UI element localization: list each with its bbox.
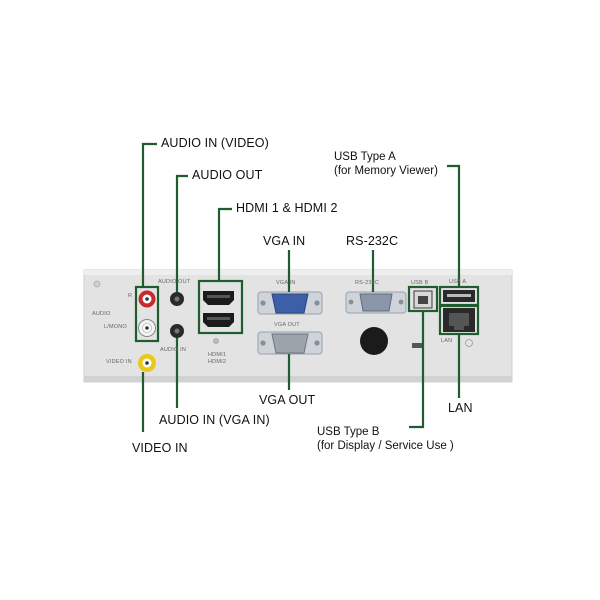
label-audio-in-vga: AUDIO IN (VGA IN) (159, 413, 270, 427)
hdmi-indicator-icon (213, 338, 219, 344)
panel-label-hdmi2: HDMI2 (208, 359, 227, 365)
screw-icon (93, 280, 101, 288)
panel-label-audio-in: AUDIO IN (160, 347, 187, 353)
panel-label-usb-a: USB A (449, 279, 467, 285)
hdmi2-port (203, 313, 234, 327)
vga-out-port (257, 331, 323, 355)
round-cover-icon (360, 327, 388, 355)
vga-in-port (257, 291, 323, 315)
label-usb-type-a-line2: (for Memory Viewer) (334, 165, 438, 177)
label-audio-out: AUDIO OUT (192, 168, 263, 182)
hdmi1-port (203, 291, 234, 305)
rca-video-in-jack (138, 354, 156, 372)
usb-a-port (443, 290, 475, 302)
leader-lines (134, 142, 480, 432)
label-usb-type-a: USB Type A (for Memory Viewer) (334, 150, 438, 178)
usb-b-leader (409, 311, 425, 429)
audio-in-vga-jack (170, 324, 184, 338)
label-usb-type-a-line1: USB Type A (334, 151, 396, 163)
panel-label-r: R (128, 293, 133, 299)
rca-audio-l-jack (138, 319, 156, 337)
panel-label-audio-out: AUDIO OUT (158, 279, 191, 285)
label-hdmi: HDMI 1 & HDMI 2 (236, 201, 338, 215)
panel-label-hdmi1: HDMI1 (208, 352, 227, 358)
audio-in-video-leader (141, 142, 157, 287)
usb-b-port (413, 290, 433, 309)
panel-label-rs232c: RS-232C (355, 280, 380, 286)
lan-led-icon (465, 339, 473, 347)
label-video-in: VIDEO IN (132, 441, 188, 455)
rs232c-port (345, 291, 407, 314)
label-usb-type-b: USB Type B (for Display / Service Use ) (317, 425, 454, 453)
audio-out-jack (170, 292, 184, 306)
panel-label-audio: AUDIO (92, 311, 111, 317)
label-lan: LAN (448, 401, 473, 415)
panel-label-lan: LAN (441, 338, 453, 344)
label-vga-in: VGA IN (263, 234, 306, 248)
usb-a-leader (447, 164, 461, 287)
panel-label-usb-b: USB B (411, 280, 429, 286)
panel-label-vga-out: VGA OUT (274, 322, 300, 328)
label-rs232c: RS-232C (346, 234, 399, 248)
audio-in-video-box (134, 285, 160, 343)
audio-out-leader (175, 174, 188, 292)
label-vga-out: VGA OUT (259, 393, 316, 407)
label-audio-in-video: AUDIO IN (VIDEO) (161, 136, 269, 150)
panel-label-vga-in: VGA IN (276, 280, 296, 286)
label-usb-type-b-line2: (for Display / Service Use ) (317, 440, 454, 452)
indicator-slot-icon (412, 343, 424, 348)
lan-port (443, 308, 475, 332)
panel-label-video-in: VIDEO IN (106, 359, 132, 365)
label-usb-type-b-line1: USB Type B (317, 426, 380, 438)
hdmi-leader (217, 207, 232, 281)
rca-audio-r-jack (138, 290, 156, 308)
panel-label-l-mono: L/MONO (104, 324, 127, 330)
hdmi-box (197, 279, 244, 335)
